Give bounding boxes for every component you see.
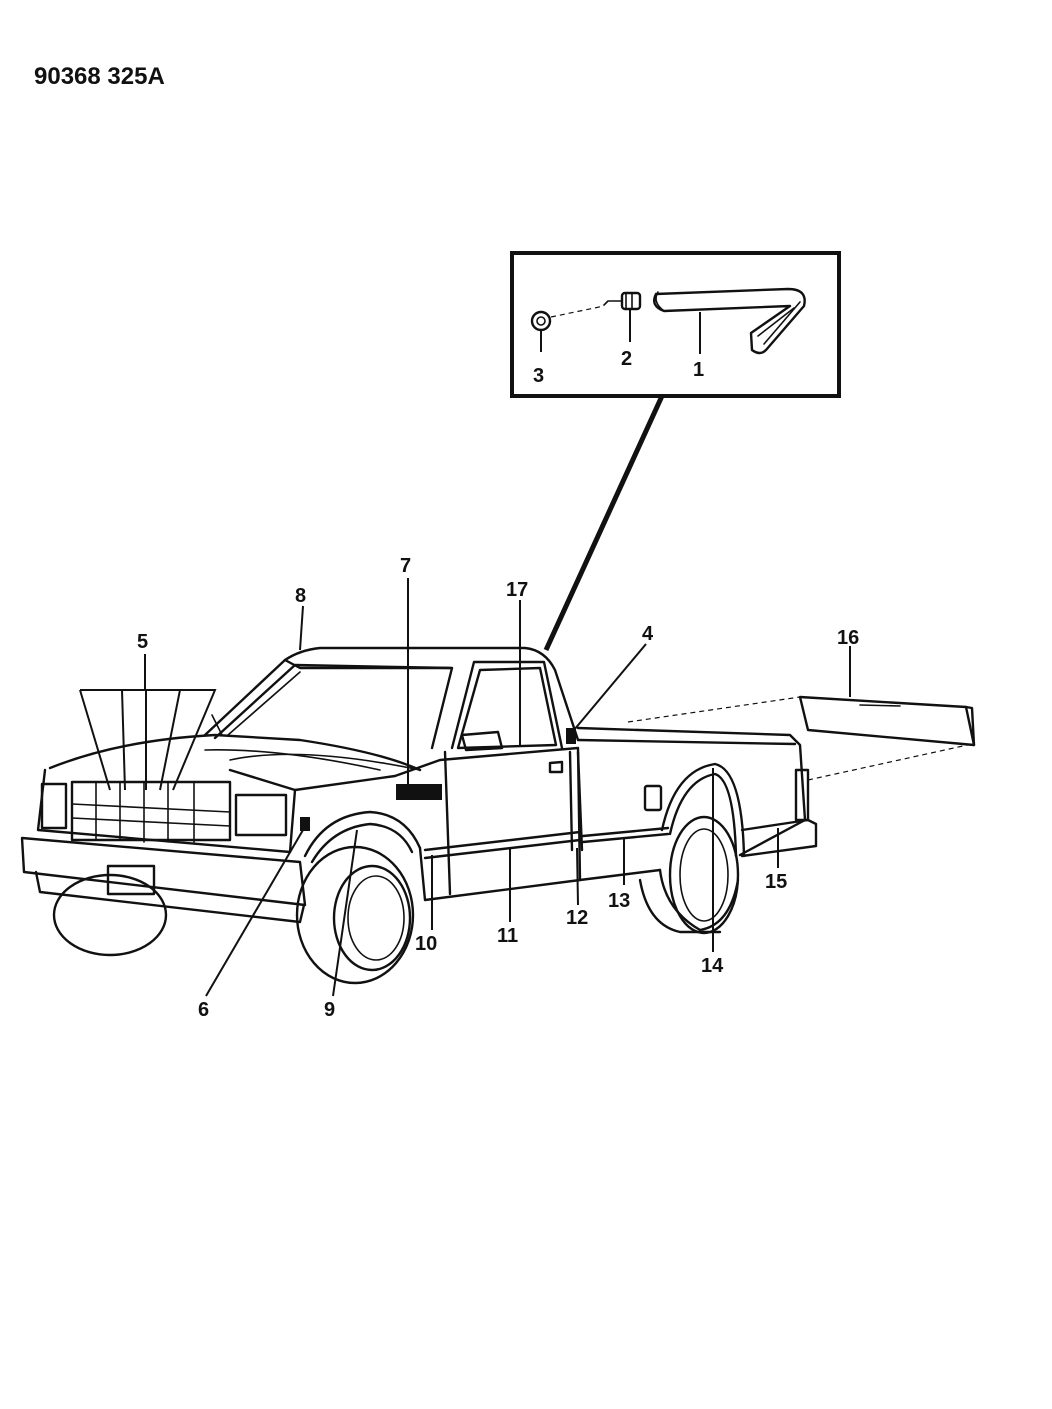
inset-detail (510, 251, 841, 398)
callout-6: 6 (198, 999, 209, 1021)
callout-13: 13 (608, 890, 630, 912)
callout-2: 2 (621, 348, 632, 370)
inset-frame (510, 251, 841, 398)
leader-12 (576, 847, 579, 906)
callout-10: 10 (415, 933, 437, 955)
callout-17: 17 (506, 579, 528, 601)
callout-12: 12 (566, 907, 588, 929)
inset-connector (543, 394, 665, 652)
leader-8 (299, 605, 304, 651)
leader-4 (573, 643, 647, 731)
leader-lines (79, 578, 851, 997)
leader-9 (332, 829, 358, 997)
fender-emblem (396, 784, 442, 800)
molding-part (653, 287, 806, 355)
leader-6 (205, 829, 304, 997)
assembly-axis (550, 305, 605, 318)
clip-part (603, 291, 642, 311)
callout-7: 7 (400, 555, 411, 577)
drawing-code: 90368 325A (34, 63, 165, 90)
callout-14: 14 (701, 955, 724, 977)
callout-1: 1 (693, 359, 704, 381)
callout-16: 16 (837, 627, 859, 649)
callout-8: 8 (295, 585, 306, 607)
nut-part (530, 310, 552, 332)
leader-5 (79, 689, 217, 791)
callout-9: 9 (324, 999, 335, 1021)
callout-11: 11 (497, 925, 518, 947)
callout-5: 5 (137, 631, 148, 653)
callout-3: 3 (533, 365, 544, 387)
callout-4: 4 (642, 623, 654, 645)
callout-15: 15 (765, 871, 787, 893)
